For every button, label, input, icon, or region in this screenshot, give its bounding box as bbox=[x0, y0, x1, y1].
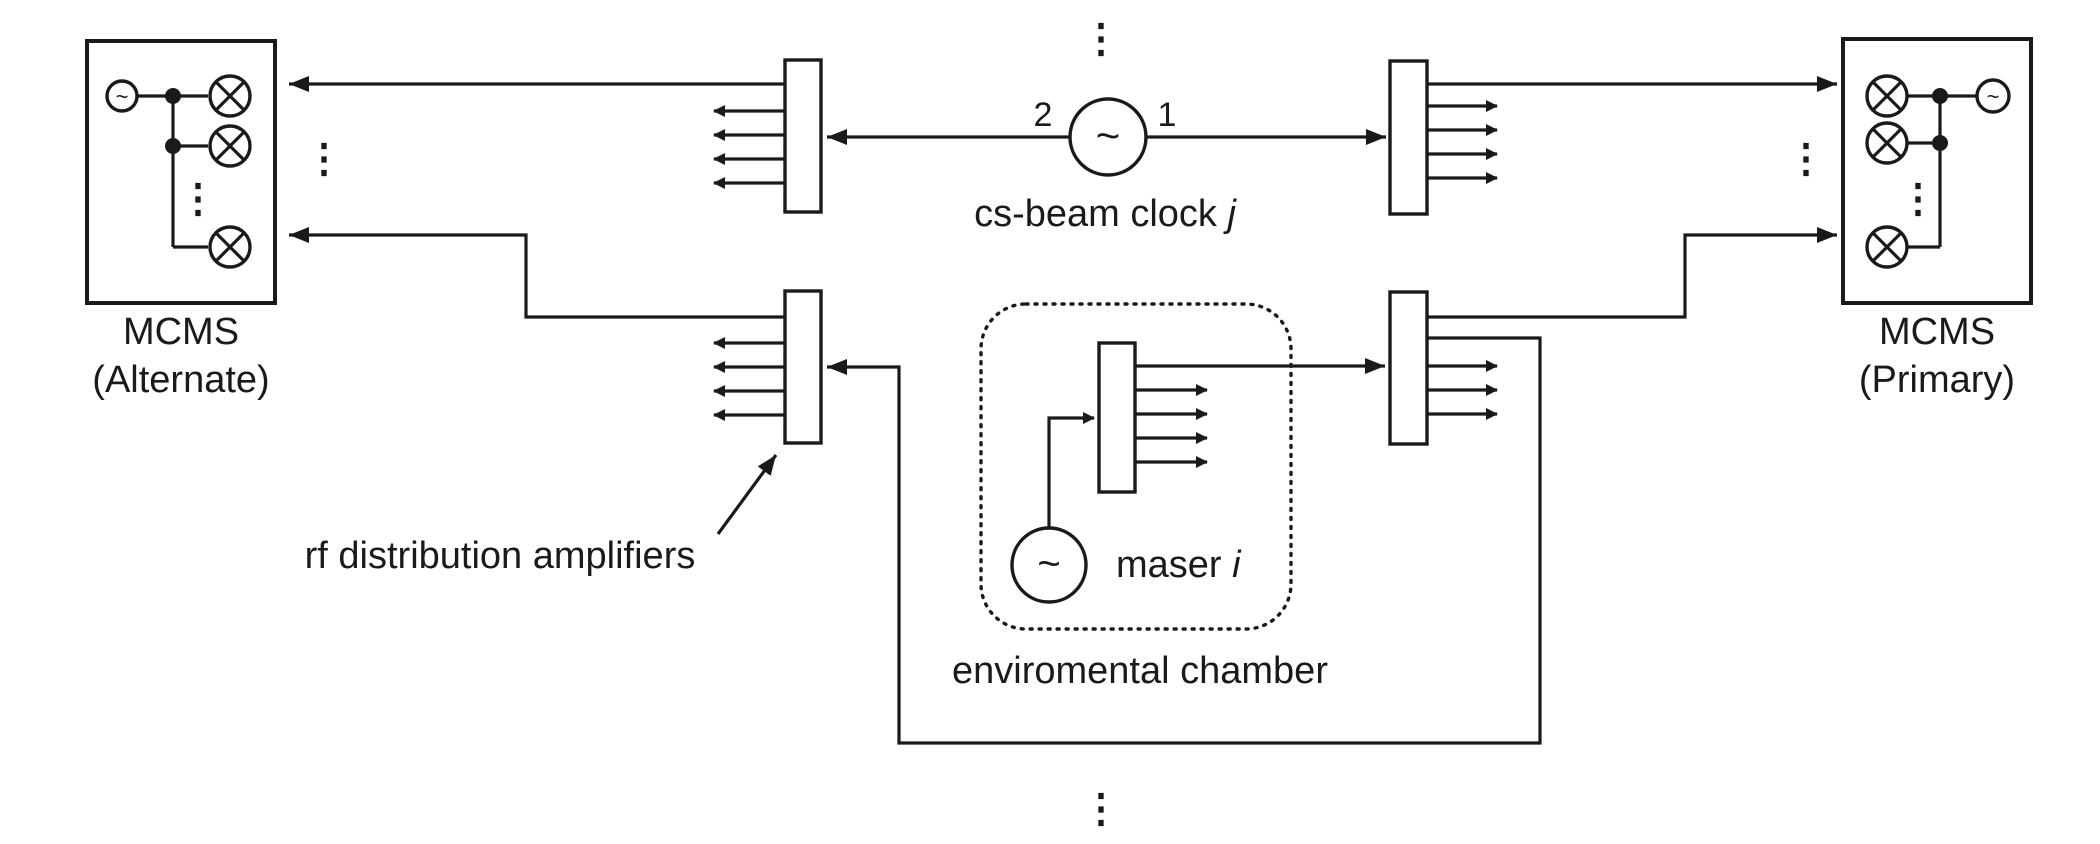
primary-mixer-icon bbox=[1865, 121, 1909, 165]
mcms-alternate-title: MCMS bbox=[123, 311, 239, 353]
environmental-chamber-label: enviromental chamber bbox=[952, 650, 1328, 692]
cs-beam-clock-label: cs-beam clock j bbox=[974, 193, 1237, 235]
cs-beam-oscillator-icon: ~ bbox=[1068, 97, 1148, 177]
svg-text:~: ~ bbox=[1987, 84, 2000, 109]
maser-oscillator-icon: ~ bbox=[1010, 526, 1088, 604]
svg-text:~: ~ bbox=[1037, 542, 1060, 586]
svg-text:~: ~ bbox=[1096, 112, 1121, 159]
primary-mixer-icon bbox=[1865, 225, 1909, 269]
primary-mixer-icon bbox=[1865, 74, 1909, 118]
primary-inner-ellipsis: ⋮ bbox=[1898, 177, 1938, 221]
maser-feed-line bbox=[1047, 412, 1095, 527]
environmental-chamber: ~ maser i bbox=[979, 302, 1293, 631]
alternate-mixer-icon bbox=[208, 74, 252, 118]
mcms-primary-title: MCMS bbox=[1879, 311, 1995, 353]
mcms-primary: ~ ⋮ bbox=[1841, 37, 2033, 305]
line-to-alternate-bottom bbox=[289, 227, 785, 319]
svg-text:~: ~ bbox=[116, 84, 129, 109]
distribution-amplifier-bottom-left bbox=[713, 289, 823, 445]
mcms-primary-subtitle: (Primary) bbox=[1859, 359, 2015, 401]
mcms-alternate: ~ ⋮ bbox=[85, 39, 277, 305]
port-1-label: 1 bbox=[1158, 96, 1177, 134]
cs-beam-clock: ~ 2 1 cs-beam clock j bbox=[827, 96, 1386, 235]
alternate-mixer-icon bbox=[208, 225, 252, 269]
port-2-label: 2 bbox=[1034, 96, 1053, 134]
alternate-reference-oscillator-icon: ~ bbox=[105, 79, 139, 113]
bottom-ellipsis: ⋮ bbox=[1081, 787, 1121, 831]
mcms-alternate-subtitle: (Alternate) bbox=[92, 359, 269, 401]
distribution-amplifier-top-right bbox=[1388, 59, 1498, 216]
alternate-inner-ellipsis: ⋮ bbox=[178, 177, 218, 221]
maser-label: maser i bbox=[1116, 544, 1242, 586]
distribution-amplifier-bottom-right bbox=[1388, 290, 1498, 446]
primary-reference-oscillator-icon: ~ bbox=[1975, 78, 2011, 114]
maser-amplifier bbox=[1097, 341, 1208, 494]
left-ellipsis: ⋮ bbox=[304, 137, 344, 181]
top-ellipsis: ⋮ bbox=[1081, 17, 1121, 61]
rf-amplifiers-pointer bbox=[716, 454, 778, 535]
distribution-amplifier-top-left bbox=[713, 58, 823, 214]
maser-loop-to-left-amplifier-line bbox=[827, 336, 1542, 745]
rf-distribution-amplifiers-label: rf distribution amplifiers bbox=[305, 535, 696, 577]
right-ellipsis: ⋮ bbox=[1786, 137, 1826, 181]
alternate-mixer-icon bbox=[208, 124, 252, 168]
line-to-primary-bottom bbox=[1427, 227, 1837, 319]
